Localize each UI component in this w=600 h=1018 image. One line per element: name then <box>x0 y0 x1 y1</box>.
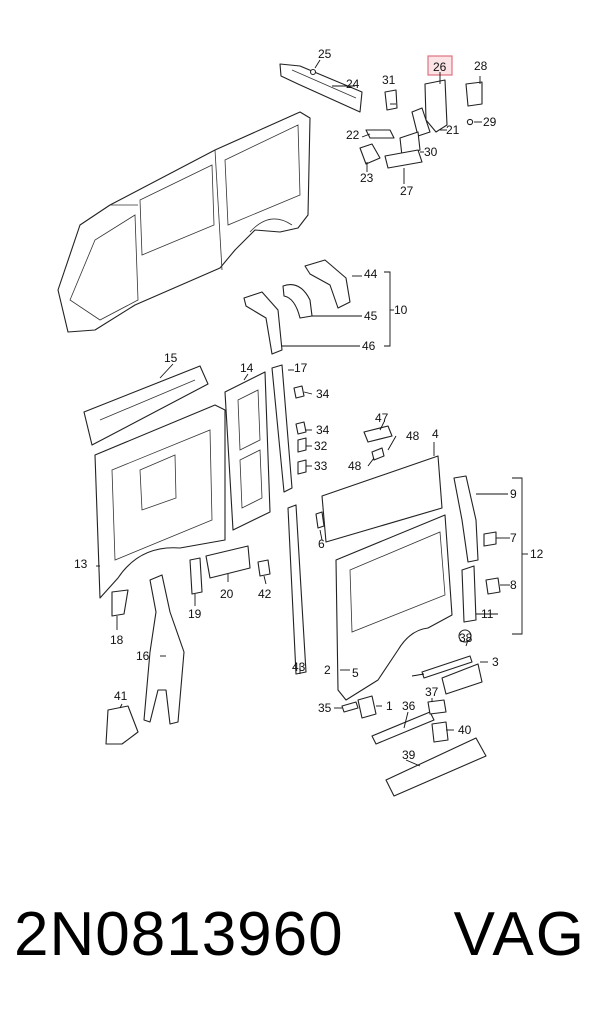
callout-27: 27 <box>400 184 414 198</box>
callout-39: 39 <box>402 748 416 762</box>
callout-12: 12 <box>530 547 544 561</box>
callout-33: 33 <box>314 459 328 473</box>
callout-29: 29 <box>483 115 497 129</box>
callout-36: 36 <box>402 699 416 713</box>
pillar-group <box>105 364 307 745</box>
callout-7: 7 <box>510 531 517 545</box>
callout-45: 45 <box>364 309 378 323</box>
footer: 2N0813960 VAG <box>0 880 600 990</box>
brand-name: VAG <box>453 900 586 969</box>
bracket-group <box>293 385 307 475</box>
wheel-arch-group <box>243 259 351 355</box>
callout-9: 9 <box>510 487 517 501</box>
callout-17: 17 <box>294 361 308 375</box>
callout-30: 30 <box>424 145 438 159</box>
callout-18: 18 <box>110 633 124 647</box>
callout-3: 3 <box>492 655 499 669</box>
roof-rail-group <box>279 63 483 169</box>
callout-31: 31 <box>382 73 396 87</box>
callout-44: 44 <box>364 267 378 281</box>
callout-42: 42 <box>258 587 272 601</box>
callout-35: 35 <box>318 701 332 715</box>
callout-38: 38 <box>459 631 473 645</box>
callout-48: 48 <box>406 429 420 443</box>
callout-15: 15 <box>164 351 178 365</box>
callout-41: 41 <box>114 689 128 703</box>
callout-40: 40 <box>458 723 472 737</box>
callout-25: 25 <box>318 47 332 61</box>
callout-46: 46 <box>362 339 376 353</box>
callout-8: 8 <box>510 578 517 592</box>
callout-26: 26 <box>433 60 447 74</box>
callout-47: 47 <box>375 411 389 425</box>
outer-side-panel-group <box>315 425 501 701</box>
callout-4: 4 <box>432 427 439 441</box>
leader-lines <box>96 59 528 767</box>
callout-48: 48 <box>348 459 362 473</box>
part-number: 2N0813960 <box>14 900 344 969</box>
callout-43: 43 <box>292 660 306 674</box>
callout-21: 21 <box>446 123 460 137</box>
callout-5: 5 <box>352 666 359 680</box>
callout-34: 34 <box>316 387 330 401</box>
callout-24: 24 <box>346 77 360 91</box>
callout-22: 22 <box>346 128 360 142</box>
callout-28: 28 <box>474 59 488 73</box>
callout-2: 2 <box>324 663 331 677</box>
callout-16: 16 <box>136 649 150 663</box>
callout-6: 6 <box>318 537 325 551</box>
callout-10: 10 <box>394 303 408 317</box>
callout-1: 1 <box>386 699 393 713</box>
callout-14: 14 <box>240 361 254 375</box>
van-body-illustration <box>57 111 311 333</box>
callout-20: 20 <box>220 587 234 601</box>
callout-13: 13 <box>74 557 88 571</box>
callout-19: 19 <box>188 607 202 621</box>
callout-37: 37 <box>425 685 439 699</box>
callout-23: 23 <box>360 171 374 185</box>
callout-32: 32 <box>314 439 328 453</box>
callout-34: 34 <box>316 423 330 437</box>
inner-side-panel-group <box>83 365 271 599</box>
sill-group <box>341 629 487 797</box>
